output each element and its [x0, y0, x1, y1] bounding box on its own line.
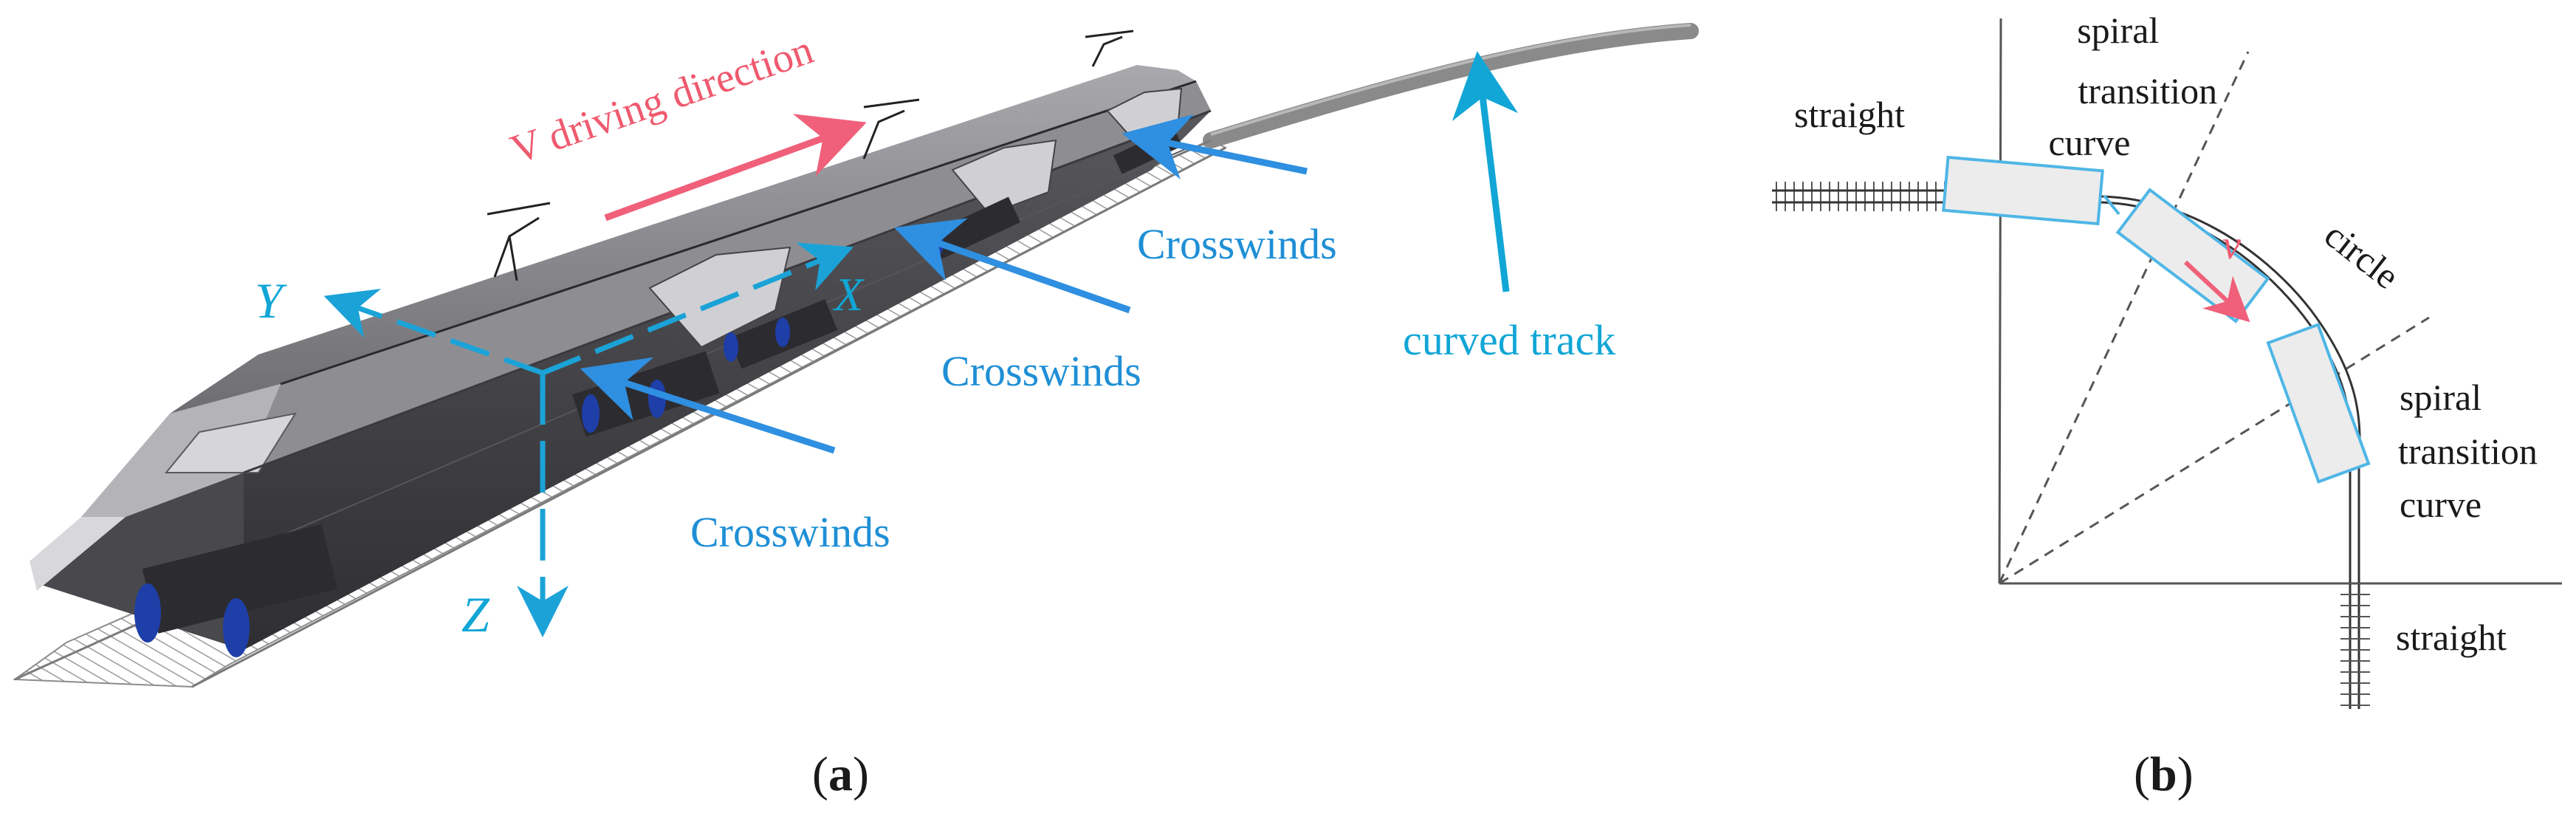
pantograph-1	[487, 202, 551, 281]
curved-track-label: curved track	[1403, 316, 1615, 364]
speed-label: v	[2222, 222, 2241, 268]
speed-arrow	[2183, 260, 2250, 323]
crosswinds-label-3: Crosswinds	[1137, 220, 1337, 268]
pantograph-2	[862, 98, 920, 160]
crosswinds-label-2: Crosswinds	[941, 347, 1141, 395]
crosswind-arrow-1	[580, 357, 836, 454]
axis-x-label: X	[832, 268, 865, 321]
crosswinds-label-1: Crosswinds	[690, 508, 890, 556]
driving-direction-label: V driving direction	[505, 27, 819, 173]
crosswind-arrow-3	[1122, 114, 1308, 179]
spiral-bottom-line-1: spiral	[2400, 377, 2481, 418]
coordinate-axes	[323, 242, 853, 637]
driving-direction-arrow	[604, 114, 867, 222]
spiral-top-line-3: curve	[2048, 122, 2130, 163]
track-path	[1772, 182, 2370, 709]
car-2	[2115, 188, 2270, 323]
car-1	[1942, 155, 2104, 226]
circle-label: circle	[2317, 214, 2407, 297]
crosswind-arrow-2	[894, 218, 1131, 314]
axis-y-label: Y	[255, 273, 287, 329]
panel-b: v straight spiral transition curve circl…	[1772, 10, 2562, 801]
caption-a: (a)	[812, 747, 869, 801]
spiral-top-line-2: transition	[2078, 70, 2217, 112]
vertical-reference-line	[1998, 18, 2002, 584]
spiral-top-label: spiral transition curve	[2048, 10, 2226, 163]
bogie-front	[134, 524, 338, 657]
curved-track	[1203, 23, 1699, 148]
pantograph-3	[1085, 30, 1134, 67]
spiral-bottom-label: spiral transition curve	[2398, 377, 2546, 525]
spiral-top-line-1: spiral	[2077, 10, 2159, 51]
panel-a: V driving direction Y X Z Crosswinds Cro…	[13, 23, 1699, 801]
bogie-3	[724, 299, 838, 369]
dashed-divider-2	[1999, 316, 2430, 585]
curved-track-arrow	[1452, 51, 1519, 292]
straight-bottom-label: straight	[2396, 617, 2507, 658]
car-3	[2266, 323, 2371, 484]
spiral-bottom-line-3: curve	[2400, 484, 2481, 525]
straight-top-label: straight	[1794, 94, 1905, 135]
dashed-divider-1	[1998, 51, 2250, 584]
caption-b: (b)	[2134, 747, 2194, 801]
axis-z-label: Z	[461, 586, 490, 642]
spiral-bottom-line-2: transition	[2398, 431, 2538, 472]
